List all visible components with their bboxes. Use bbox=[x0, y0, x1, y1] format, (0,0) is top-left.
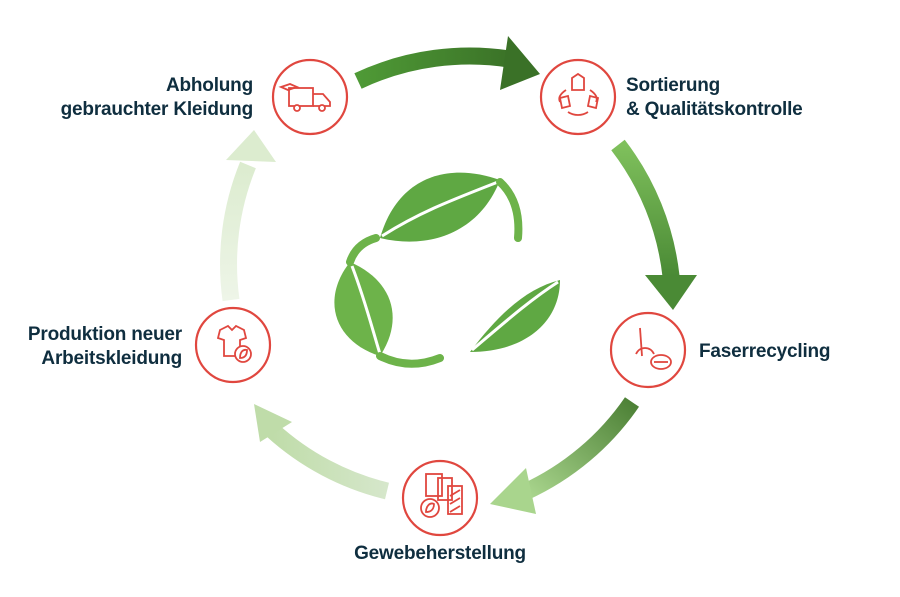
step-label-line: Sortierung bbox=[626, 75, 721, 96]
step-label-sorting: Sortierung & Qualitätskontrolle bbox=[626, 74, 856, 122]
arrow-collection-to-sorting bbox=[354, 36, 540, 90]
new-workwear-icon bbox=[216, 324, 252, 363]
arrow-production-to-collection bbox=[220, 130, 276, 302]
step-label-fiber: Faserrecycling bbox=[699, 340, 869, 364]
step-circle-fabric bbox=[401, 459, 479, 537]
sorting-clothes-icon bbox=[558, 72, 600, 116]
fiber-recycling-icon bbox=[635, 327, 672, 370]
step-circle-sorting bbox=[539, 58, 617, 136]
step-label-line: & Qualitätskontrolle bbox=[626, 99, 803, 120]
delivery-truck-icon bbox=[278, 83, 331, 112]
step-label-fabric: Gewebeherstellung bbox=[340, 542, 540, 566]
arrow-fiber-to-fabric bbox=[490, 397, 640, 514]
step-label-collection: Abholung gebrauchter Kleidung bbox=[55, 74, 254, 122]
step-label-line: Gewebeherstellung bbox=[354, 543, 526, 564]
step-label-line: Abholung bbox=[165, 75, 253, 96]
recycling-leaves-icon bbox=[334, 172, 560, 368]
arrow-sorting-to-fiber bbox=[611, 139, 697, 310]
fabric-production-icon bbox=[420, 473, 463, 518]
step-circle-collection bbox=[271, 58, 349, 136]
step-label-line: Arbeitskleidung bbox=[41, 348, 182, 369]
step-circle-production bbox=[194, 306, 272, 384]
step-label-production: Produktion neuer Arbeitskleidung bbox=[10, 323, 182, 371]
step-label-line: gebrauchter Kleidung bbox=[60, 99, 254, 120]
step-label-line: Produktion neuer bbox=[27, 324, 182, 345]
arrow-fabric-to-production bbox=[254, 404, 390, 500]
step-label-line: Faserrecycling bbox=[699, 341, 831, 362]
step-circle-fiber bbox=[609, 311, 687, 389]
